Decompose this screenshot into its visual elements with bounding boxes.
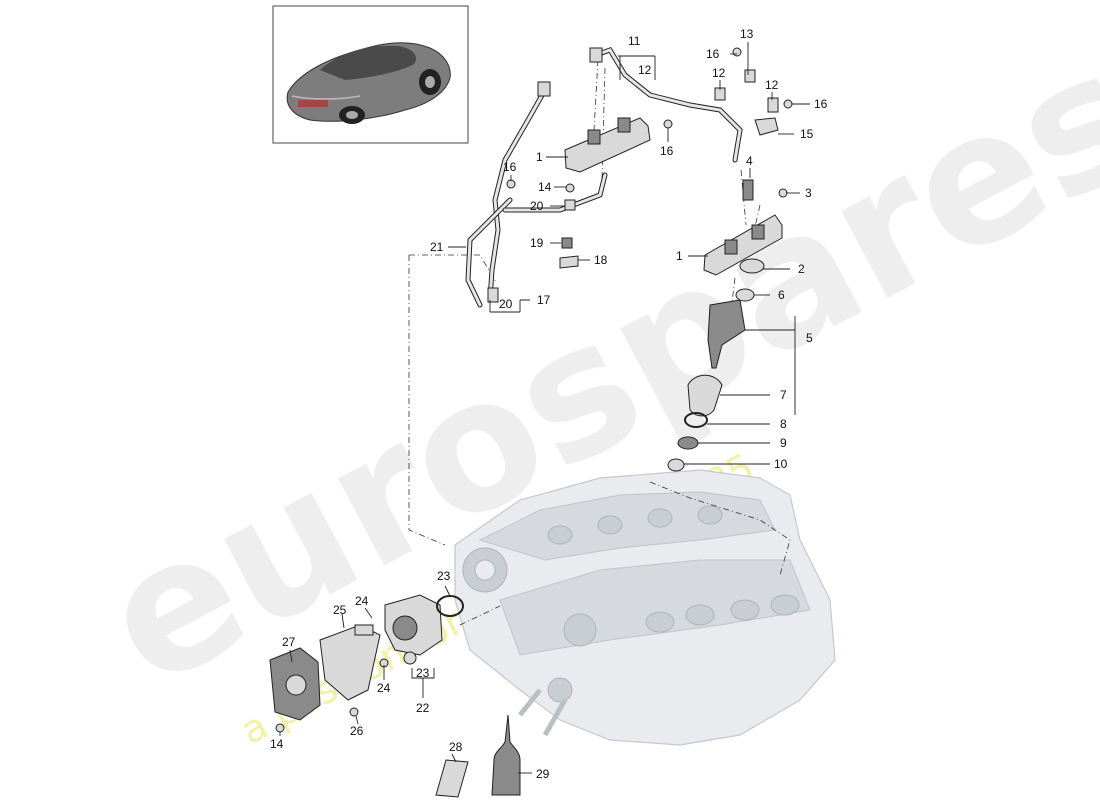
callout-2: 2: [798, 262, 805, 276]
callout-12: 12: [638, 63, 652, 77]
pump-bracket: [319, 624, 381, 701]
callout-24: 24: [377, 681, 391, 695]
callout-14: 14: [538, 180, 552, 194]
fuel-pipes: [465, 46, 743, 308]
vehicle-thumbnail: [272, 5, 469, 144]
callout-23: 23: [437, 569, 451, 583]
callout-labels: 1 1 2 3 4 5 6 7 8 9 10 11 12 12 12 13 14…: [270, 27, 828, 781]
callout-16: 16: [706, 47, 720, 61]
callout-13: 13: [740, 27, 754, 41]
fuel-rail-lower: [703, 214, 783, 276]
callout-20: 20: [530, 199, 544, 213]
callout-28: 28: [449, 740, 463, 754]
callout-25: 25: [333, 603, 347, 617]
callout-12: 12: [765, 78, 779, 92]
callout-18: 18: [594, 253, 608, 267]
callout-3: 3: [805, 186, 812, 200]
callout-9: 9: [780, 436, 787, 450]
callout-21: 21: [430, 240, 444, 254]
car-illustration: [286, 42, 451, 124]
callout-23: 23: [416, 666, 430, 680]
consumables: [435, 714, 521, 798]
callout-17: 17: [537, 293, 551, 307]
callout-22: 22: [416, 701, 430, 715]
callout-15: 15: [800, 127, 814, 141]
callout-16: 16: [814, 97, 828, 111]
callout-20: 20: [499, 297, 513, 311]
callout-14: 14: [270, 737, 284, 751]
callout-12: 12: [712, 66, 726, 80]
callout-16: 16: [503, 160, 517, 174]
callout-16: 16: [660, 144, 674, 158]
engine-ports: [462, 505, 800, 703]
callout-7: 7: [780, 388, 787, 402]
callout-26: 26: [350, 724, 364, 738]
callout-24: 24: [355, 594, 369, 608]
callout-1: 1: [676, 249, 683, 263]
callout-19: 19: [530, 236, 544, 250]
callout-5: 5: [806, 331, 813, 345]
engine-block: [454, 469, 836, 746]
callout-10: 10: [774, 457, 788, 471]
callout-29: 29: [536, 767, 550, 781]
high-pressure-pump: [384, 594, 464, 665]
callout-11: 11: [628, 34, 641, 48]
fuel-rail-upper: [564, 117, 651, 173]
callout-4: 4: [746, 154, 753, 168]
callout-6: 6: [778, 288, 785, 302]
injector-assembly: [667, 258, 765, 472]
callout-27: 27: [282, 635, 296, 649]
callout-8: 8: [780, 417, 787, 431]
leader-lines: [279, 42, 810, 774]
callout-1: 1: [536, 150, 543, 164]
pump-plate: [269, 647, 389, 733]
